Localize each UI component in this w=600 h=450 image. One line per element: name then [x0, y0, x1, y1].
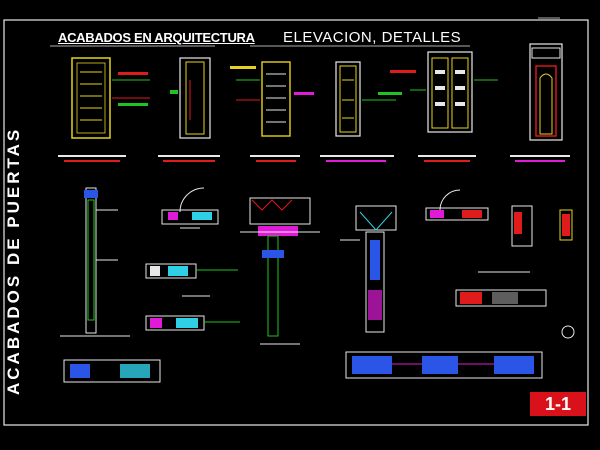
elevation-labels — [58, 155, 570, 162]
detail-right-hinge-plan — [425, 189, 489, 221]
door-elevation-6 — [529, 43, 563, 141]
detail-threshold-plan — [345, 351, 543, 379]
door-elevation-1 — [71, 57, 150, 139]
detail-sill-plans — [145, 263, 240, 331]
sheet-title-right: ELEVACION, DETALLES — [283, 29, 462, 46]
door-elevation-3 — [230, 61, 314, 137]
detail-bottom-plan — [63, 359, 161, 383]
detail-frame-corner — [511, 205, 573, 247]
detail-callout-circle — [561, 325, 575, 339]
detail-lintel-section — [240, 197, 320, 345]
sheet-number-badge: 1-1 — [530, 392, 586, 416]
sheet-title-left: ACABADOS EN ARQUITECTURA — [58, 30, 255, 45]
sheet-side-title: ACABADOS DE PUERTAS — [4, 126, 23, 395]
door-elevation-5 — [410, 51, 498, 133]
sheet-frame — [3, 19, 589, 426]
detail-left-vertical-section — [60, 187, 130, 337]
detail-hinge-plan — [161, 187, 219, 229]
detail-jamb-section — [340, 205, 397, 333]
detail-handle-section — [455, 271, 575, 339]
door-elevation-4 — [335, 61, 416, 137]
door-elevation-2 — [170, 57, 211, 139]
